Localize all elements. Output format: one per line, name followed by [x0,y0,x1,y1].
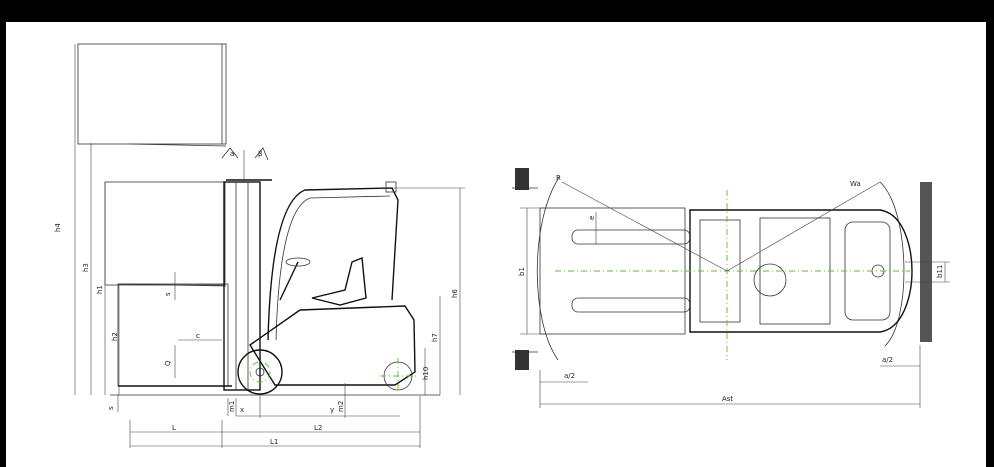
label-h2: h2 [111,332,119,341]
label-m2: m2 [337,401,345,412]
label-b11: b11 [936,265,944,278]
top-black-bar [0,0,994,22]
label-h6: h6 [451,289,459,298]
label-Ast: Ast [722,395,733,403]
mast [223,181,261,391]
side-view: h4 h3 h1 h2 s c Q s a β h6 h7 h10 m1 x y… [54,43,465,448]
label-h7: h7 [431,333,439,342]
label-s-bottom: s [107,406,115,410]
label-L: L [172,424,176,432]
steering-wheel-top [753,263,787,297]
load-box-lower [117,283,229,387]
raised-load-box [77,43,227,145]
right-border [986,0,994,467]
top-view: R Wa e b1 b11 a/2 a/2 Ast [512,168,950,408]
wall-bottom-left [515,350,529,370]
label-Wa: Wa [850,180,861,188]
label-m1: m1 [228,401,236,412]
label-b1: b1 [518,267,526,276]
fork-bottom [571,297,691,313]
label-L2: L2 [314,424,322,432]
label-h4: h4 [54,223,62,232]
label-a2-right: a/2 [882,356,893,364]
left-border [0,0,6,467]
label-h3: h3 [82,263,90,272]
load-box-middle [104,181,226,286]
label-L1: L1 [270,438,278,446]
label-x: x [240,406,244,414]
label-s-fork: s [164,292,172,296]
label-y: y [330,406,334,414]
label-tilt-b: β [258,150,262,158]
steering-column [279,261,299,301]
label-a2-left: a/2 [564,372,575,380]
radius-R [561,181,728,272]
overhead-guard [267,187,399,341]
label-R: R [556,174,561,182]
fork-top [571,229,691,245]
turning-arc [536,175,561,361]
label-Q: Q [164,360,172,366]
truck-body [249,305,416,386]
truck-body-top [689,209,913,333]
label-c: c [196,332,200,340]
wall-top-left [515,168,529,190]
radius-Wa [726,181,881,272]
label-tilt-a: a [230,150,234,158]
label-h10: h10 [422,367,430,380]
label-e: e [588,216,596,220]
seat [311,257,367,306]
label-h1: h1 [96,285,104,294]
